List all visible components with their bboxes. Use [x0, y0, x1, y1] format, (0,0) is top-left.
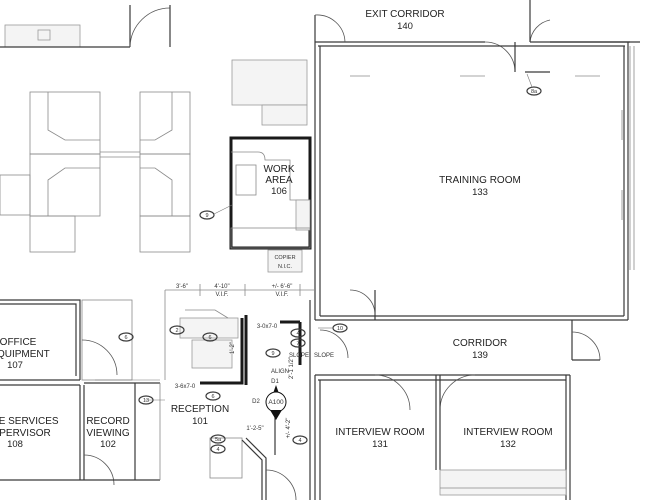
record-viewing-name-line2: VIEWING	[86, 428, 130, 439]
tag-4b: 4	[216, 447, 219, 453]
interview-room-131-number: 131	[372, 439, 388, 450]
interview-room-131-name: INTERVIEW ROOM	[335, 427, 424, 438]
door-size-3x7: 3-0x7-0	[257, 324, 278, 330]
training-room-133	[314, 19, 630, 321]
tag-5a: 5a	[215, 437, 222, 443]
exit-corridor-number: 140	[397, 21, 413, 32]
dimension-4ft10: 4'-10"	[214, 284, 229, 290]
dimension-1ft2: 1'-2"	[230, 342, 236, 354]
work-area-name-line2: AREA	[265, 175, 293, 186]
exit-corridor	[314, 0, 640, 270]
dimension-2ft1: 2'-1 1/2"	[289, 357, 295, 379]
section-marker	[265, 385, 287, 420]
lower-left-rooms	[0, 382, 160, 486]
dimension-vif-2: V.I.F.	[275, 292, 288, 298]
tag-bubble-4c	[292, 435, 308, 445]
tag-bubble-5a	[210, 434, 226, 444]
tag-bubble-8a	[526, 86, 542, 96]
corridor-number: 139	[472, 350, 488, 361]
interview-rooms	[314, 374, 571, 500]
reception-101	[95, 284, 349, 500]
tag-bubble-2	[169, 325, 185, 335]
tag-9b: 9	[271, 351, 274, 357]
slope-note-1: SLOPE	[289, 353, 309, 359]
tag-bubble-6c	[205, 391, 221, 401]
door-size-3-6x7: 3-6x7-0	[175, 384, 196, 390]
work-area-number: 106	[271, 186, 287, 197]
copier-label-line2: N.I.C.	[278, 264, 293, 270]
tag-bubble-4b	[210, 444, 226, 454]
tag-bubble-9b	[265, 348, 281, 358]
tag-6a: 6	[208, 335, 211, 341]
tag-bubble-6b	[118, 332, 134, 342]
record-viewing-name-line1: RECORD	[86, 416, 129, 427]
tag-6c: 6	[211, 394, 214, 400]
training-room-name: TRAINING ROOM	[439, 175, 521, 186]
door-d1-label: D1	[271, 379, 279, 385]
interview-room-132-name: INTERVIEW ROOM	[463, 427, 552, 438]
record-viewing-number: 102	[100, 439, 116, 450]
tag-8a: 8a	[531, 89, 538, 95]
office-equipment-name-line1: OFFICE	[0, 337, 37, 348]
dimension-vif-1: V.I.F.	[215, 292, 228, 298]
section-marker-label: A100	[268, 399, 284, 406]
tag-bubble-6a	[202, 332, 218, 342]
tag-bubble-9	[199, 210, 215, 220]
training-room-number: 133	[472, 187, 488, 198]
tag-4c: 4	[298, 438, 301, 444]
corridor-139	[349, 289, 601, 361]
tag-bubble-13	[138, 395, 154, 405]
work-area-106	[229, 59, 312, 273]
tag-2: 2	[175, 328, 178, 334]
services-supervisor-number: 108	[7, 439, 23, 450]
cubicle-cluster	[0, 91, 191, 253]
top-left-casework	[0, 5, 171, 48]
work-area-name-line1: WORK	[263, 164, 294, 175]
tag-13: 13	[143, 398, 149, 404]
dimension-6ft6: +/- 6'-6"	[272, 284, 293, 290]
tag-9: 9	[205, 213, 208, 219]
dimension-1ft2-5: 1'-2-5"	[246, 426, 263, 432]
tag-bubble-7	[290, 338, 306, 348]
dimension-3ft6: 3'-6"	[176, 284, 188, 290]
tag-4: 4	[296, 331, 299, 337]
tag-10: 10	[337, 326, 343, 332]
exit-corridor-name: EXIT CORRIDOR	[365, 9, 444, 20]
dimension-4ft2: +/- 4'-2"	[286, 418, 292, 439]
reception-name: RECEPTION	[171, 404, 229, 415]
corridor-name: CORRIDOR	[453, 338, 507, 349]
reception-number: 101	[192, 416, 208, 427]
slope-note-2: SLOPE	[314, 353, 334, 359]
align-note: ALIGN	[271, 369, 289, 375]
services-supervisor-name-line1: CE SERVICES	[0, 416, 59, 427]
office-equipment-number: 107	[7, 360, 23, 371]
tag-7: 7	[296, 341, 299, 347]
door-d2-label: D2	[252, 399, 260, 405]
services-supervisor-name-line2: PERVISOR	[0, 428, 51, 439]
interview-room-132-number: 132	[500, 439, 516, 450]
copier-label-line1: COPIER	[274, 255, 295, 261]
tag-bubble-4	[290, 328, 306, 338]
tag-6b: 6	[124, 335, 127, 341]
